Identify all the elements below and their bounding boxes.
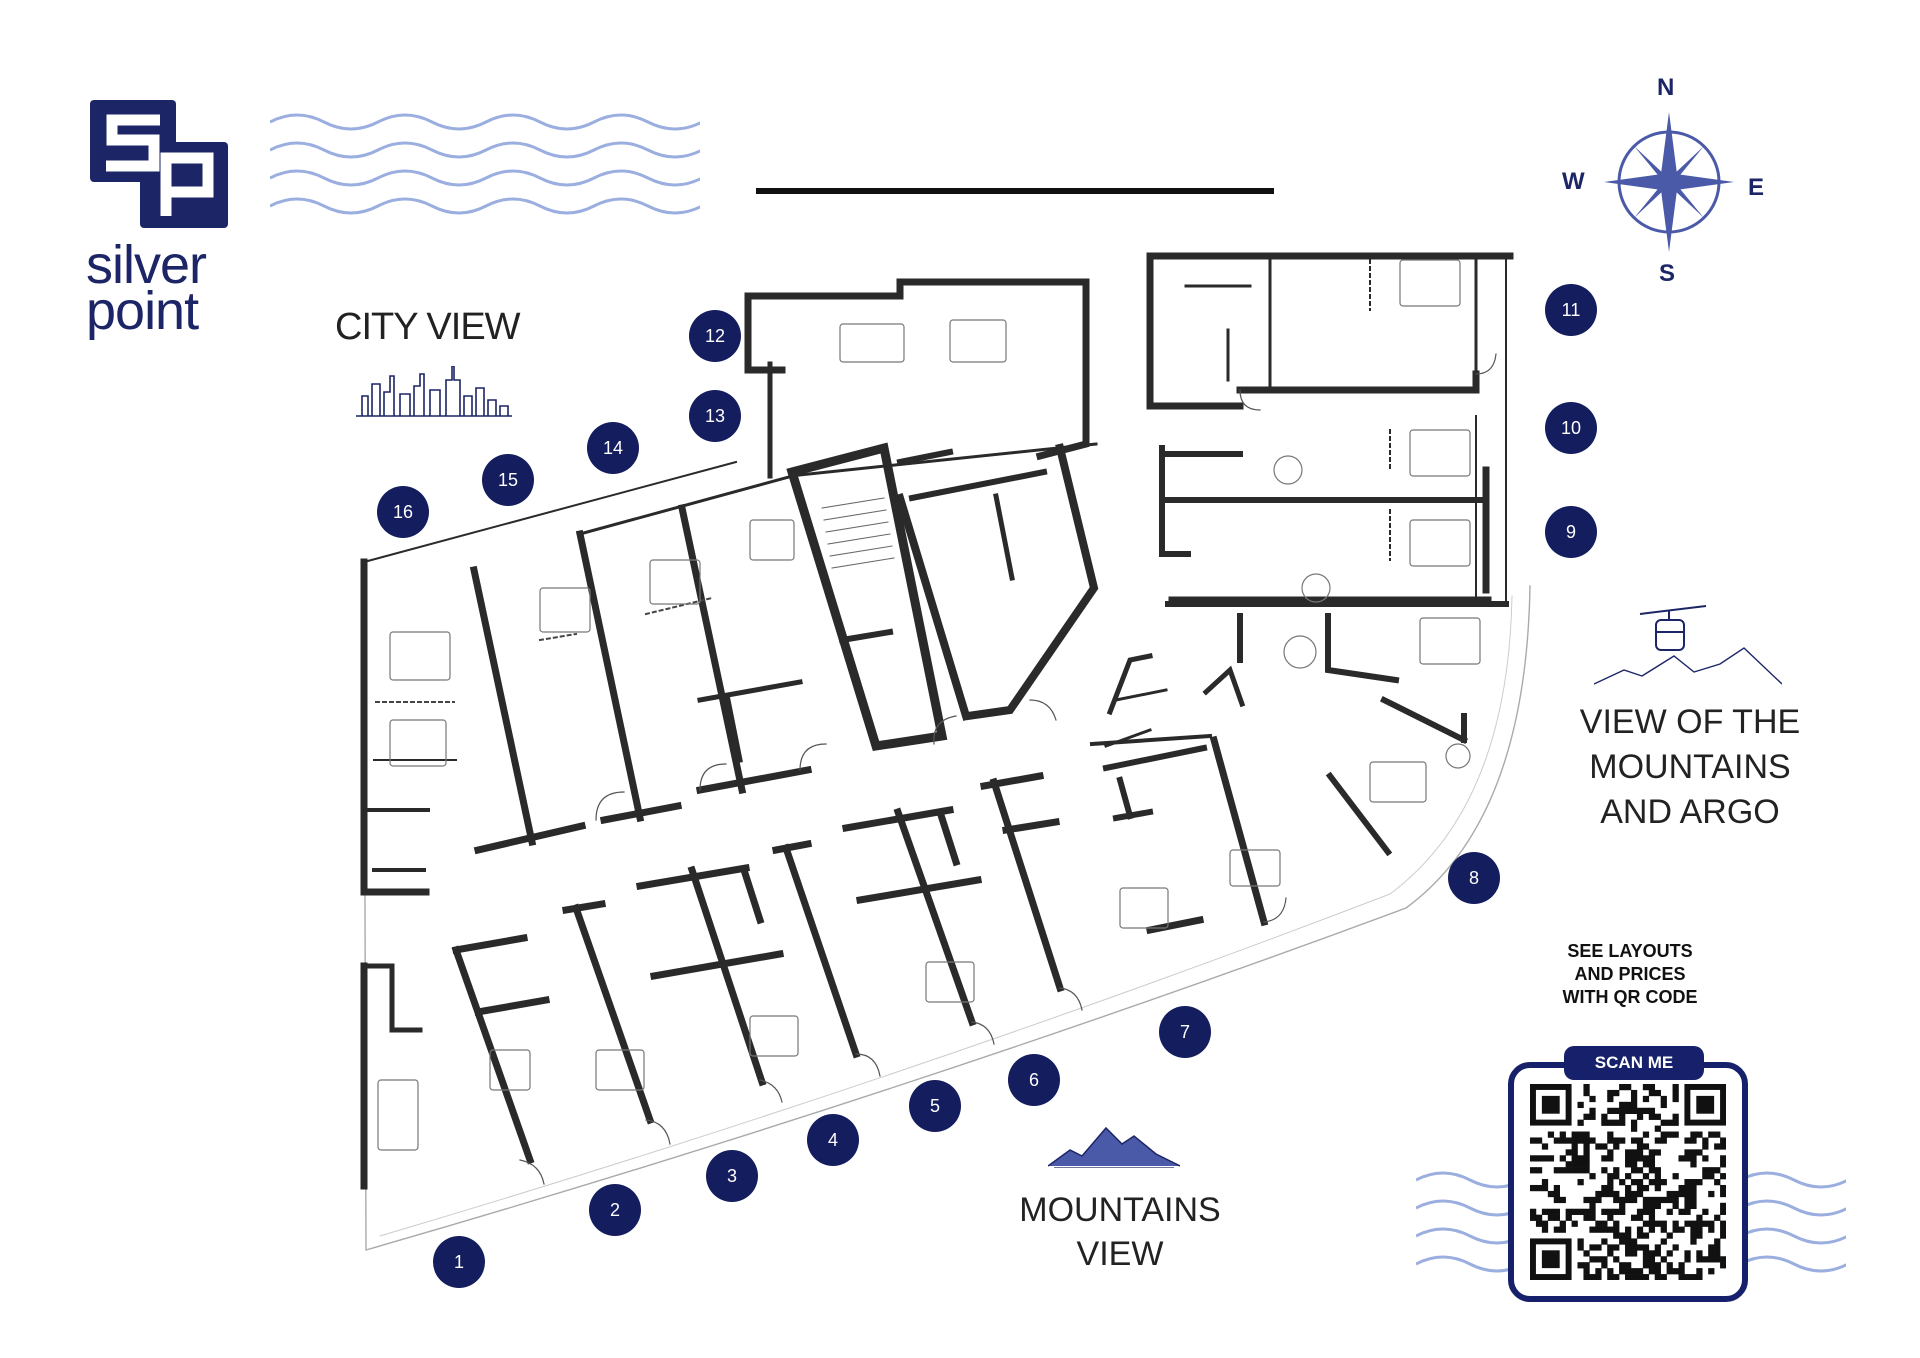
unit-marker-6[interactable]: 6 xyxy=(1008,1054,1060,1106)
mountains-view-line1: MOUNTAINS xyxy=(1019,1191,1221,1229)
wave-icon xyxy=(270,113,700,215)
compass-north: N xyxy=(1657,74,1675,101)
qr-code-icon[interactable] xyxy=(1530,1084,1726,1280)
unit-marker-16[interactable]: 16 xyxy=(377,486,429,538)
mountains-argo-line3: AND ARGO xyxy=(1600,793,1780,831)
city-view-label: CITY VIEW xyxy=(335,306,521,348)
unit-marker-15[interactable]: 15 xyxy=(482,454,534,506)
mountains-view-label: MOUNTAINS VIEW xyxy=(1000,1188,1240,1276)
compass-rose-icon xyxy=(1604,112,1734,252)
unit-marker-1[interactable]: 1 xyxy=(433,1236,485,1288)
unit-marker-7[interactable]: 7 xyxy=(1159,1006,1211,1058)
unit-marker-12[interactable]: 12 xyxy=(689,310,741,362)
mountains-view-line2: VIEW xyxy=(1076,1235,1164,1273)
brand-name-line1: silver xyxy=(86,235,207,295)
qr-caption-line1: SEE LAYOUTS xyxy=(1567,941,1693,961)
unit-marker-5[interactable]: 5 xyxy=(909,1080,961,1132)
unit-marker-9[interactable]: 9 xyxy=(1545,506,1597,558)
cable-car-icon xyxy=(1594,605,1782,685)
unit-marker-8[interactable]: 8 xyxy=(1448,852,1500,904)
qr-caption: SEE LAYOUTS AND PRICES WITH QR CODE xyxy=(1530,940,1730,1009)
unit-marker-2[interactable]: 2 xyxy=(589,1184,641,1236)
unit-marker-3[interactable]: 3 xyxy=(706,1150,758,1202)
compass-west: W xyxy=(1562,168,1585,195)
skyline-icon xyxy=(356,366,512,417)
qr-code-frame[interactable] xyxy=(1508,1062,1748,1302)
brand-name: silver point xyxy=(86,235,207,341)
brand-name-line2: point xyxy=(86,281,199,341)
compass-south: S xyxy=(1659,260,1676,287)
qr-caption-line2: AND PRICES xyxy=(1574,964,1686,984)
mountain-icon xyxy=(1048,1126,1180,1168)
mountains-argo-line2: MOUNTAINS xyxy=(1589,748,1791,786)
compass-east: E xyxy=(1748,174,1765,201)
title-underline xyxy=(756,188,1274,194)
unit-marker-14[interactable]: 14 xyxy=(587,422,639,474)
unit-marker-4[interactable]: 4 xyxy=(807,1114,859,1166)
mountains-argo-label: VIEW OF THE MOUNTAINS AND ARGO xyxy=(1560,700,1820,835)
unit-marker-10[interactable]: 10 xyxy=(1545,402,1597,454)
unit-marker-13[interactable]: 13 xyxy=(689,390,741,442)
qr-caption-line3: WITH QR CODE xyxy=(1562,987,1698,1007)
silver-point-logo-icon xyxy=(90,100,228,228)
mountains-argo-line1: VIEW OF THE xyxy=(1579,703,1801,741)
unit-marker-11[interactable]: 11 xyxy=(1545,284,1597,336)
scan-me-badge[interactable]: SCAN ME xyxy=(1564,1046,1704,1080)
